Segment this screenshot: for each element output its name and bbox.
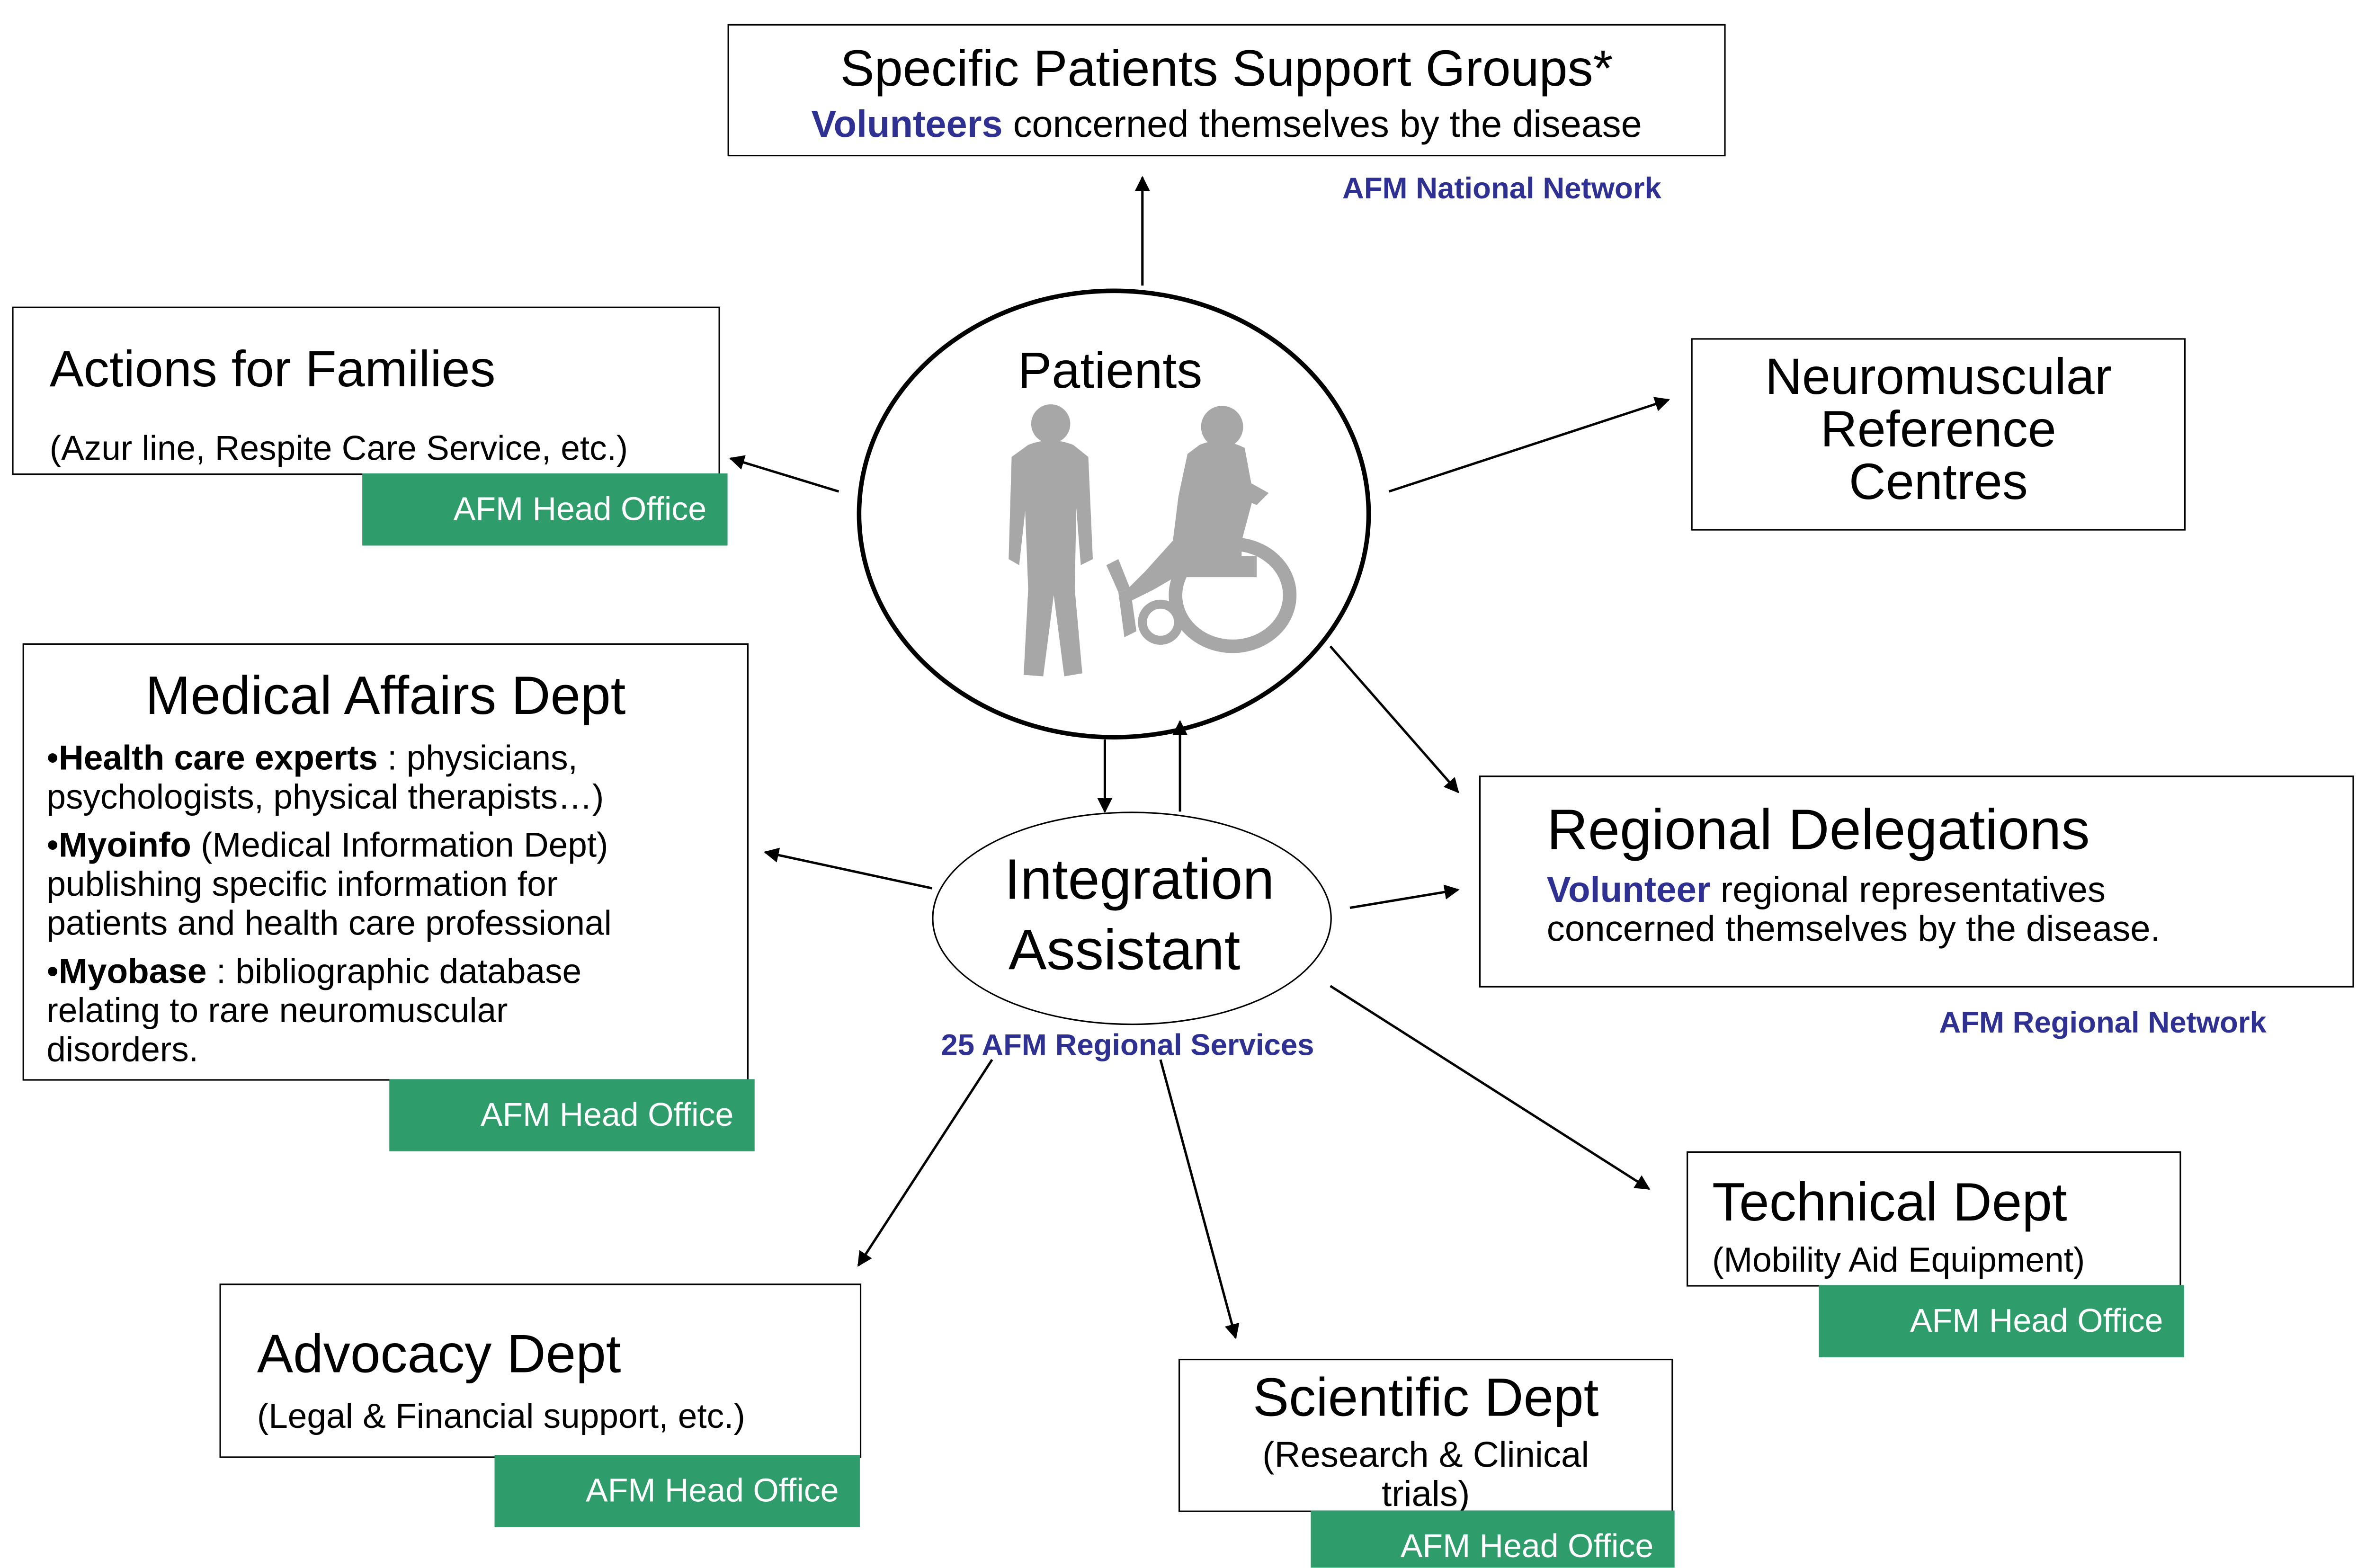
technical-title: Technical Dept (1712, 1171, 2067, 1233)
medical-bullet-myoinfo-line2: publishing specific information for (46, 864, 558, 904)
medical-bullet-myoinfo: •Myoinfo (Medical Information Dept) (46, 825, 608, 864)
integration-ellipse (932, 811, 1332, 1025)
technical-sub: (Mobility Aid Equipment) (1712, 1240, 2085, 1279)
medical-bullet-myobase-line3: disorders. (46, 1029, 199, 1069)
scientific-title: Scientific Dept (1252, 1366, 1599, 1428)
scientific-head-office-badge: AFM Head Office (1311, 1510, 1675, 1568)
arrow-integration-to-regional (1349, 884, 1460, 909)
integration-line1: Integration (1004, 849, 1275, 913)
patients-ellipse (857, 288, 1371, 739)
neuromuscular-box: Neuromuscular Reference Centres (1691, 338, 2186, 531)
neuromuscular-line1: Neuromuscular (1765, 348, 2112, 406)
arrow-patients-to-regional (1329, 645, 1459, 793)
families-box: Actions for Families (Azur line, Respite… (12, 306, 720, 475)
advocacy-sub: (Legal & Financial support, etc.) (257, 1396, 745, 1435)
scientific-dept-box: Scientific Dept (Research & Clinical tri… (1178, 1358, 1673, 1515)
advocacy-dept-box: Advocacy Dept (Legal & Financial support… (219, 1283, 862, 1458)
scientific-sub1: (Research & Clinical (1262, 1435, 1589, 1476)
technical-head-office-badge: AFM Head Office (1819, 1285, 2184, 1357)
support-groups-line-rest: concerned themselves by the disease (1002, 104, 1642, 146)
advocacy-head-office-badge: AFM Head Office (494, 1455, 860, 1527)
regional-delegations-box: Regional Delegations Volunteer regional … (1479, 775, 2354, 988)
arrow-to-medical (763, 847, 932, 890)
support-groups-title: Specific Patients Support Groups* (840, 40, 1613, 98)
families-title: Actions for Families (49, 341, 496, 399)
medical-head-office-badge: AFM Head Office (389, 1079, 755, 1151)
national-network-label: AFM National Network (1342, 173, 1661, 206)
advocacy-title: Advocacy Dept (257, 1322, 621, 1384)
neuromuscular-line2: Reference (1820, 401, 2056, 459)
volunteers-emphasis: Volunteers (811, 104, 1003, 146)
integration-line2: Assistant (1008, 919, 1241, 983)
volunteer-emphasis: Volunteer (1546, 870, 1711, 911)
arrow-to-families (729, 455, 839, 493)
regional-title: Regional Delegations (1546, 799, 2090, 863)
medical-bullet-myobase: •Myobase : bibliographic database (46, 951, 582, 991)
medical-title: Medical Affairs Dept (145, 664, 626, 726)
medical-bullet-list: •Health care experts : physicians, psych… (46, 738, 611, 1069)
medical-bullet-health-care: •Health care experts : physicians, (46, 738, 578, 777)
arrow-to-advocacy (857, 1059, 993, 1267)
arrow-to-neuromuscular (1388, 397, 1670, 493)
regional-services-label: 25 AFM Regional Services (941, 1029, 1314, 1063)
medical-bullet-myoinfo-line3: patients and health care professional (46, 903, 612, 943)
arrow-to-technical (1330, 985, 1651, 1190)
patients-label: Patients (1018, 342, 1203, 400)
medical-bullet-myobase-line2: relating to rare neuromuscular (46, 990, 508, 1030)
families-head-office-badge: AFM Head Office (362, 473, 728, 546)
neuromuscular-line3: Centres (1848, 454, 2028, 511)
arrow-to-scientific (1159, 1059, 1240, 1339)
regional-network-label: AFM Regional Network (1939, 1007, 2267, 1040)
technical-dept-box: Technical Dept (Mobility Aid Equipment) (1687, 1151, 2181, 1287)
regional-line1: Volunteer regional representatives (1546, 870, 2106, 911)
regional-line2: concerned themselves by the disease. (1546, 909, 2161, 950)
support-groups-box: Specific Patients Support Groups* Volunt… (727, 24, 1726, 157)
scientific-sub2: trials) (1382, 1474, 1470, 1515)
medical-affairs-box: Medical Affairs Dept •Health care expert… (22, 643, 749, 1081)
support-groups-line: Volunteers concerned themselves by the d… (729, 104, 1724, 147)
families-sub: (Azur line, Respite Care Service, etc.) (49, 428, 628, 468)
medical-bullet-health-care-line2: psychologists, physical therapists…) (46, 777, 604, 816)
